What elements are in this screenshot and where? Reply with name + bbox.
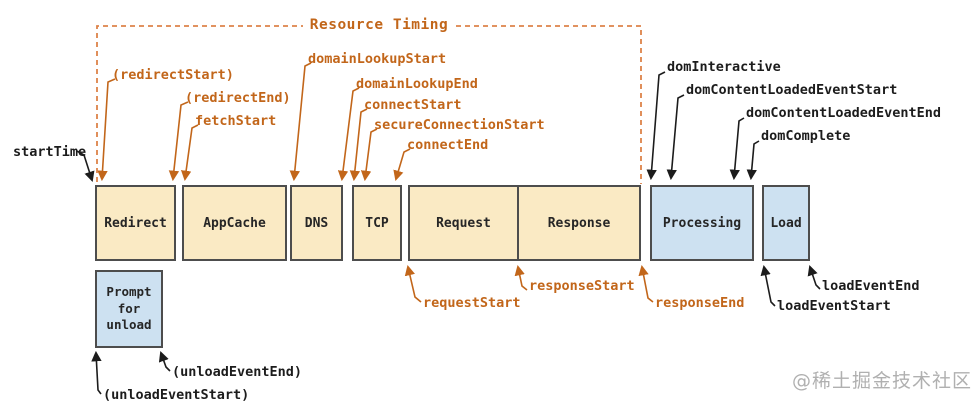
arrow-fetch-start (180, 124, 199, 182)
phase-box-redirect: Redirect (95, 185, 176, 261)
arrow-redirect-end (168, 101, 189, 182)
arrow-request-start (404, 264, 422, 303)
label-connect-end: connectEnd (407, 137, 489, 153)
label-dom-interactive: domInteractive (667, 59, 781, 75)
label-unload-event-end: (unloadEventEnd) (172, 364, 303, 380)
resource-timing-bracket-right (456, 25, 642, 184)
label-dom-content-loaded-event-start: domContentLoadedEventStart (686, 82, 898, 98)
label-response-end: responseEnd (655, 295, 745, 311)
phase-box-load: Load (762, 185, 810, 261)
arrow-domain-lookup-start (289, 62, 312, 182)
phase-box-dns: DNS (290, 185, 343, 261)
phase-box-request: Request (410, 187, 519, 259)
label-domain-lookup-end: domainLookupEnd (356, 76, 478, 92)
phase-box-processing: Processing (650, 185, 754, 261)
prompt-for-unload-box: Prompt for unload (95, 270, 163, 348)
arrow-connect-start (349, 108, 368, 182)
label-secure-connection-start: secureConnectionStart (374, 117, 545, 133)
label-load-event-start: loadEventStart (777, 298, 891, 314)
arrow-unload-event-start (91, 350, 102, 395)
phase-box-request-response: Request Response (408, 185, 641, 261)
arrow-load-event-start (760, 264, 776, 307)
label-response-start: responseStart (529, 278, 635, 294)
arrow-unload-event-end (158, 351, 171, 372)
arrow-domain-lookup-end (337, 87, 360, 182)
arrow-connect-end (393, 148, 411, 181)
label-unload-event-start: (unloadEventStart) (103, 387, 250, 403)
arrow-redirect-start (97, 78, 116, 182)
resource-timing-title: Resource Timing (309, 17, 449, 33)
arrow-dom-interactive (646, 71, 666, 181)
arrow-dom-complete (746, 140, 760, 181)
arrow-load-event-end (807, 265, 821, 290)
label-domain-lookup-start: domainLookupStart (308, 51, 447, 67)
arrow-response-end (638, 264, 654, 303)
phase-box-tcp: TCP (352, 185, 402, 261)
watermark: @稀土掘金技术社区 (792, 370, 971, 392)
phase-box-appcache: AppCache (182, 185, 287, 261)
phase-box-response: Response (547, 215, 611, 231)
label-dom-content-loaded-event-end: domContentLoadedEventEnd (746, 105, 942, 121)
arrow-secure-connection-start (360, 128, 378, 182)
arrow-dom-content-loaded-event-end (729, 117, 745, 181)
label-request-start: requestStart (423, 295, 521, 311)
label-start-time: startTime (13, 144, 87, 160)
label-load-event-end: loadEventEnd (822, 278, 920, 294)
label-dom-complete: domComplete (761, 128, 851, 144)
label-redirect-start: (redirectStart) (112, 67, 234, 83)
arrow-dom-content-loaded-event-start (666, 94, 685, 181)
label-redirect-end: (redirectEnd) (185, 90, 291, 106)
arrow-response-start (514, 264, 528, 291)
label-connect-start: connectStart (364, 97, 462, 113)
label-fetch-start: fetchStart (195, 113, 277, 129)
